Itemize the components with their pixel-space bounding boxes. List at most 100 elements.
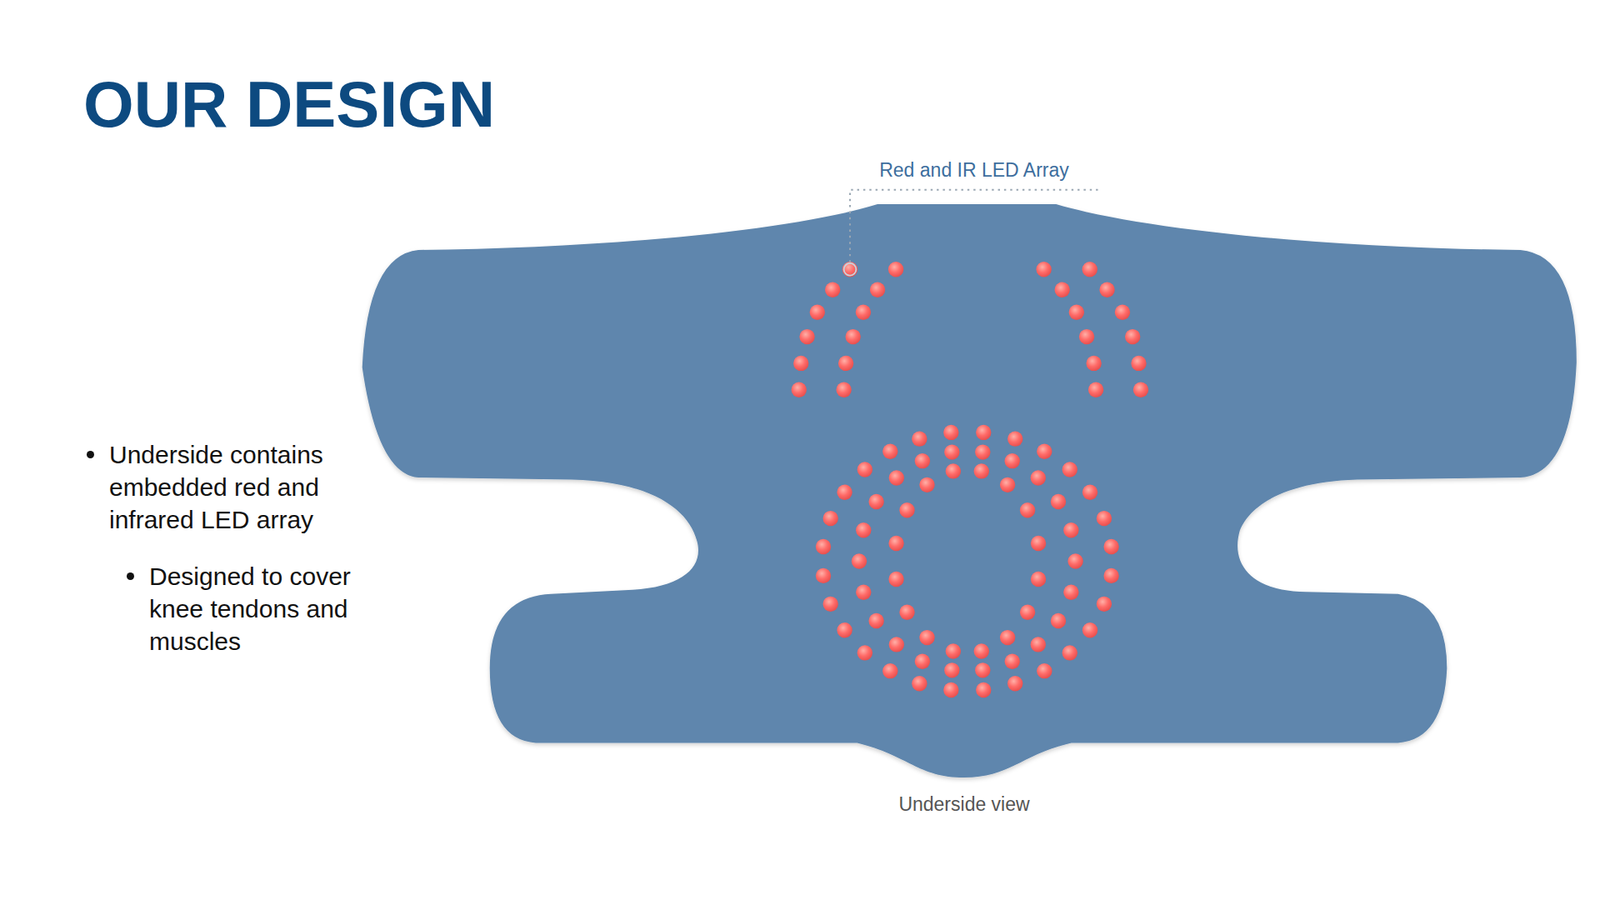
led bbox=[1115, 305, 1130, 320]
callout-label: Red and IR LED Array bbox=[879, 158, 1070, 184]
led bbox=[1103, 568, 1119, 584]
led bbox=[945, 643, 961, 659]
view-caption: Underside view bbox=[898, 793, 1030, 816]
led bbox=[1125, 329, 1140, 345]
bullet-mark bbox=[126, 572, 135, 580]
led bbox=[1055, 282, 1070, 298]
led bbox=[919, 477, 935, 493]
led bbox=[974, 463, 990, 479]
led bbox=[1130, 355, 1146, 371]
led bbox=[1050, 613, 1066, 629]
led bbox=[815, 568, 831, 584]
led bbox=[868, 494, 884, 510]
led bbox=[1096, 510, 1112, 526]
led bbox=[857, 461, 873, 477]
led bbox=[944, 662, 960, 678]
led bbox=[1036, 663, 1052, 679]
led bbox=[1036, 444, 1052, 460]
led bbox=[1082, 485, 1098, 500]
led bbox=[1063, 585, 1079, 600]
led bbox=[889, 636, 905, 652]
led bbox=[1088, 382, 1104, 398]
led bbox=[825, 282, 840, 298]
led bbox=[791, 382, 807, 398]
led bbox=[838, 355, 854, 371]
led bbox=[1099, 282, 1115, 298]
slide-title: OUR DESIGN bbox=[83, 71, 495, 137]
led bbox=[899, 502, 915, 518]
led bbox=[793, 355, 809, 371]
led bbox=[836, 485, 852, 500]
led bbox=[1030, 636, 1046, 652]
bullet-text: Underside contains embedded red and infr… bbox=[109, 438, 368, 536]
led bbox=[815, 539, 831, 555]
led bbox=[1063, 522, 1079, 538]
led bbox=[845, 329, 860, 345]
led bbox=[888, 261, 904, 277]
led bbox=[944, 444, 960, 460]
sleeve-outline bbox=[362, 204, 1577, 778]
bullet-mark bbox=[86, 450, 95, 459]
led bbox=[1067, 553, 1083, 569]
led bbox=[1030, 470, 1046, 485]
led bbox=[1035, 261, 1051, 277]
led bbox=[1007, 675, 1023, 691]
sub-bullet-text: Designed to cover knee tendons and muscl… bbox=[149, 560, 391, 658]
led bbox=[882, 663, 898, 679]
led bbox=[1030, 535, 1046, 551]
led bbox=[1133, 382, 1149, 398]
led bbox=[842, 261, 858, 277]
led bbox=[1007, 431, 1023, 447]
led bbox=[1062, 461, 1078, 477]
led bbox=[836, 622, 852, 638]
led bbox=[1000, 630, 1015, 645]
led bbox=[855, 585, 871, 600]
led bbox=[1000, 477, 1015, 493]
led bbox=[823, 596, 839, 612]
led bbox=[919, 630, 935, 645]
led bbox=[975, 662, 990, 678]
led bbox=[943, 425, 959, 440]
leader-line bbox=[850, 190, 1102, 263]
led bbox=[1069, 305, 1085, 320]
led bbox=[889, 470, 905, 485]
led bbox=[855, 305, 871, 320]
led bbox=[974, 643, 990, 659]
led bbox=[1096, 596, 1112, 612]
led bbox=[1062, 645, 1078, 660]
led bbox=[882, 444, 898, 460]
led bbox=[857, 645, 873, 660]
leader-ring bbox=[844, 263, 857, 276]
led bbox=[915, 654, 930, 670]
led bbox=[799, 329, 815, 345]
led bbox=[915, 453, 930, 469]
led bbox=[810, 305, 825, 320]
led bbox=[1020, 605, 1035, 620]
led bbox=[851, 553, 867, 569]
led bbox=[975, 425, 991, 440]
led bbox=[823, 510, 839, 526]
led bbox=[835, 382, 851, 398]
led bbox=[868, 613, 884, 629]
led bbox=[1079, 329, 1095, 345]
led bbox=[1085, 355, 1101, 371]
led bbox=[1050, 494, 1066, 510]
led bbox=[943, 682, 959, 698]
led bbox=[911, 431, 927, 447]
led bbox=[1103, 539, 1119, 555]
led bbox=[899, 605, 915, 620]
led-array bbox=[791, 261, 1150, 698]
led bbox=[911, 675, 927, 691]
led bbox=[975, 682, 991, 698]
led bbox=[855, 522, 871, 538]
led bbox=[945, 463, 961, 479]
led bbox=[975, 444, 990, 460]
led bbox=[1082, 622, 1098, 638]
led bbox=[1030, 571, 1046, 587]
led bbox=[1020, 502, 1035, 518]
led bbox=[870, 282, 885, 298]
led bbox=[888, 571, 904, 587]
led bbox=[1005, 654, 1020, 670]
led bbox=[1082, 261, 1098, 277]
led bbox=[888, 535, 904, 551]
